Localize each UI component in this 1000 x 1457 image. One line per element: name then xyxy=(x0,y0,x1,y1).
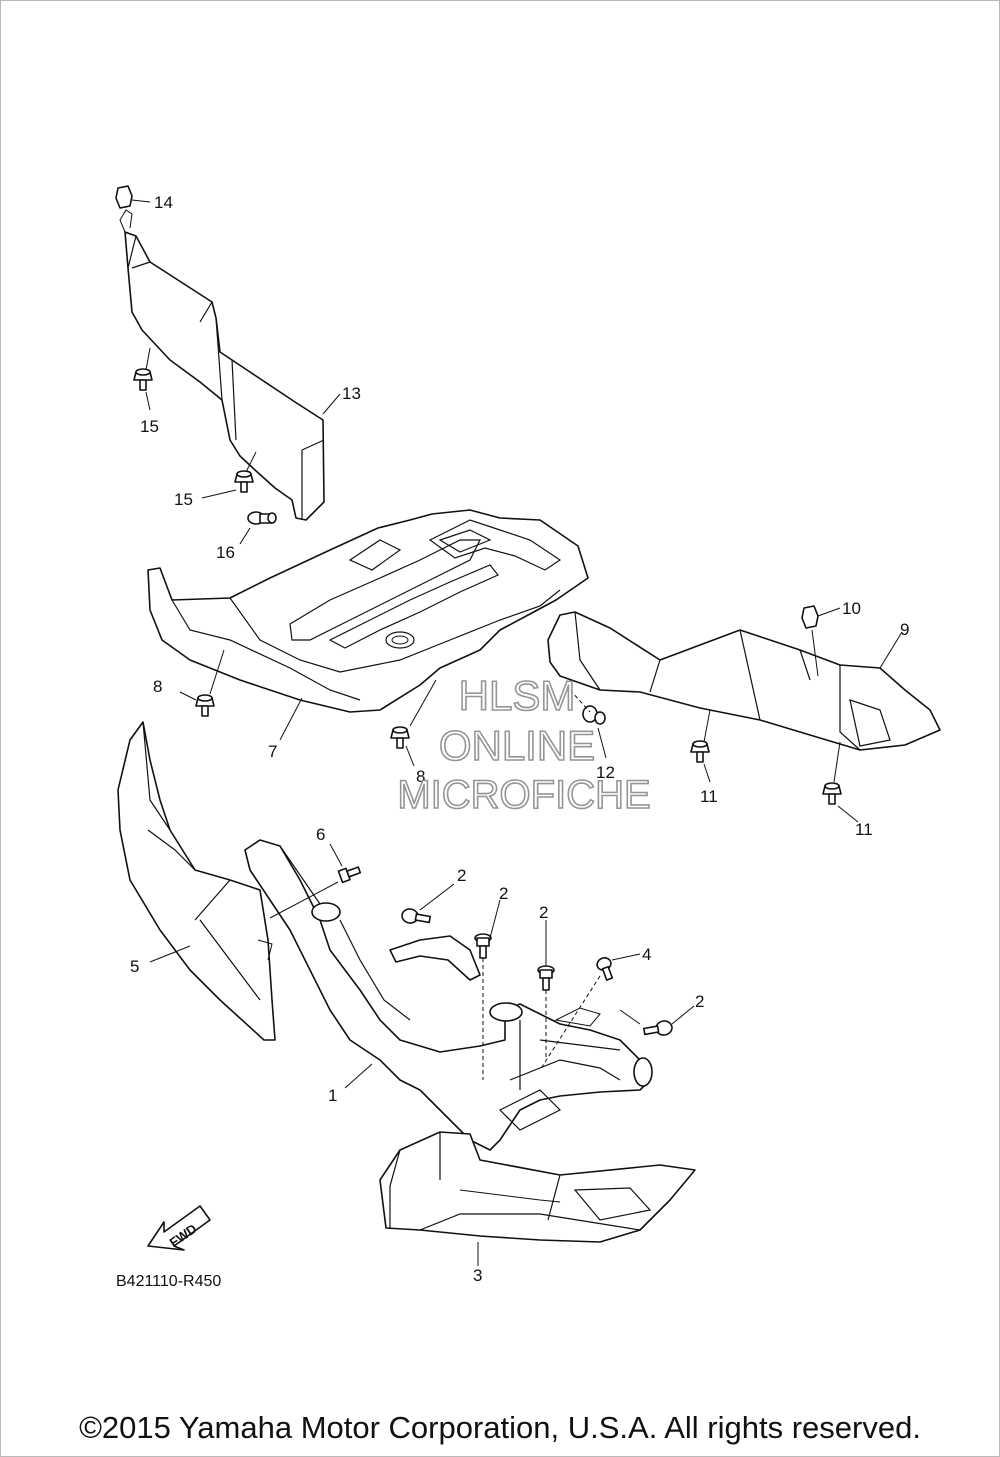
side-guard-9 xyxy=(547,611,941,751)
assembly-lines xyxy=(482,689,601,1080)
callout-10: 10 xyxy=(842,599,861,618)
watermark-line-3: MICROFICHE xyxy=(397,773,650,817)
front-bumper-side-5 xyxy=(117,721,276,1041)
callout-15: 15 xyxy=(174,490,193,509)
callout-2: 2 xyxy=(539,903,548,922)
watermark: HLSM ONLINE MICROFICHE xyxy=(397,671,652,818)
callout-labels: 14 13 15 15 16 10 9 8 7 8 12 11 11 6 2 2… xyxy=(130,193,909,1285)
callout-2: 2 xyxy=(457,866,466,885)
callout-8: 8 xyxy=(153,677,162,696)
callout-2: 2 xyxy=(499,884,508,903)
leader-lines xyxy=(131,199,903,1266)
copyright-notice: ©2015 Yamaha Motor Corporation, U.S.A. A… xyxy=(79,1410,921,1445)
callout-7: 7 xyxy=(268,742,277,761)
watermark-line-1: HLSM xyxy=(459,672,576,719)
callout-11: 11 xyxy=(700,787,718,806)
callout-13: 13 xyxy=(342,384,361,403)
callout-2: 2 xyxy=(695,992,704,1011)
reference-code: B421110-R450 xyxy=(116,1273,221,1290)
front-frame-1 xyxy=(244,839,653,1151)
side-guard-panel-13 xyxy=(119,209,325,521)
callout-9: 9 xyxy=(900,620,909,639)
callout-3: 3 xyxy=(473,1266,482,1285)
fasteners xyxy=(115,185,842,1036)
callout-16: 16 xyxy=(216,543,235,562)
callout-11: 11 xyxy=(855,820,873,839)
fwd-arrow-icon: FWD xyxy=(147,1205,211,1251)
skid-plate-7 xyxy=(147,509,589,713)
callout-6: 6 xyxy=(316,825,325,844)
callout-1: 1 xyxy=(328,1086,337,1105)
callout-15: 15 xyxy=(140,417,159,436)
callout-4: 4 xyxy=(642,945,651,964)
callout-12: 12 xyxy=(596,763,615,782)
callout-8: 8 xyxy=(416,767,425,786)
callout-5: 5 xyxy=(130,957,139,976)
watermark-line-2: ONLINE xyxy=(439,722,595,769)
front-lower-guard-3 xyxy=(379,1131,696,1243)
callout-14: 14 xyxy=(154,193,173,212)
